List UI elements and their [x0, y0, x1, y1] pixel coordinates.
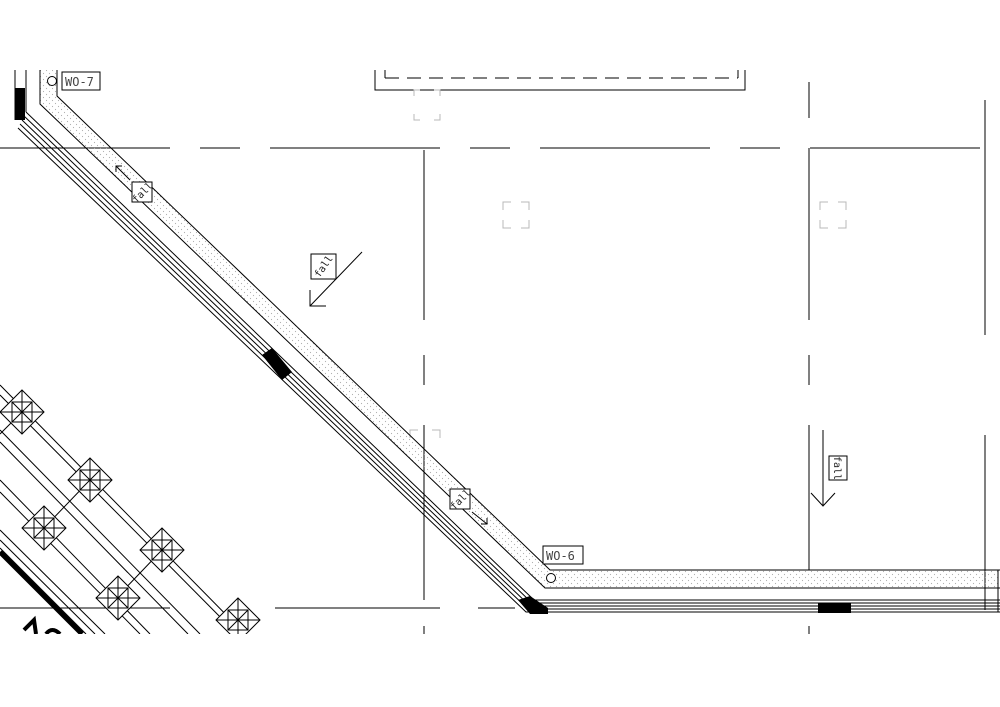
- wo7-marker-circle: [47, 76, 57, 86]
- wo6-marker-circle: [546, 573, 556, 583]
- node-1: [0, 389, 45, 435]
- truss-nodes: [0, 389, 261, 643]
- arrow-down-left-icon: [309, 290, 326, 307]
- wo7-tag-box: [61, 71, 101, 91]
- node-6: [215, 597, 261, 643]
- wo7-tag-label: WO-7: [65, 75, 94, 89]
- tag-wo7[interactable]: WO-7: [47, 71, 101, 91]
- slope-indicator-lower: fall: [449, 488, 488, 525]
- slope-indicator-vertical: fall: [810, 430, 848, 507]
- arrow-up-left-icon: [115, 165, 122, 172]
- node-2: [67, 457, 113, 503]
- wo6-tag-label: WO-6: [546, 549, 575, 563]
- arrow-down-icon: [810, 492, 836, 507]
- slope-indicator-upper: fall: [115, 165, 155, 205]
- top-room-outline: [374, 70, 746, 91]
- slope-label-vertical: fall: [831, 456, 842, 480]
- partial-annotation-glyph: [22, 615, 62, 636]
- wo6-tag-box: [542, 545, 584, 565]
- node-5: [95, 575, 141, 621]
- node-3: [21, 505, 67, 551]
- pipe-run: [14, 70, 1000, 614]
- page-bottom-margin: [0, 634, 1000, 707]
- grid-lines: [0, 82, 1000, 634]
- slope-indicator-floor-diagonal: fall: [309, 251, 363, 307]
- node-4: [139, 527, 185, 573]
- tag-wo6[interactable]: WO-6: [542, 545, 584, 583]
- faint-column-markers: [409, 89, 847, 438]
- arrow-down-right-icon: [481, 518, 488, 525]
